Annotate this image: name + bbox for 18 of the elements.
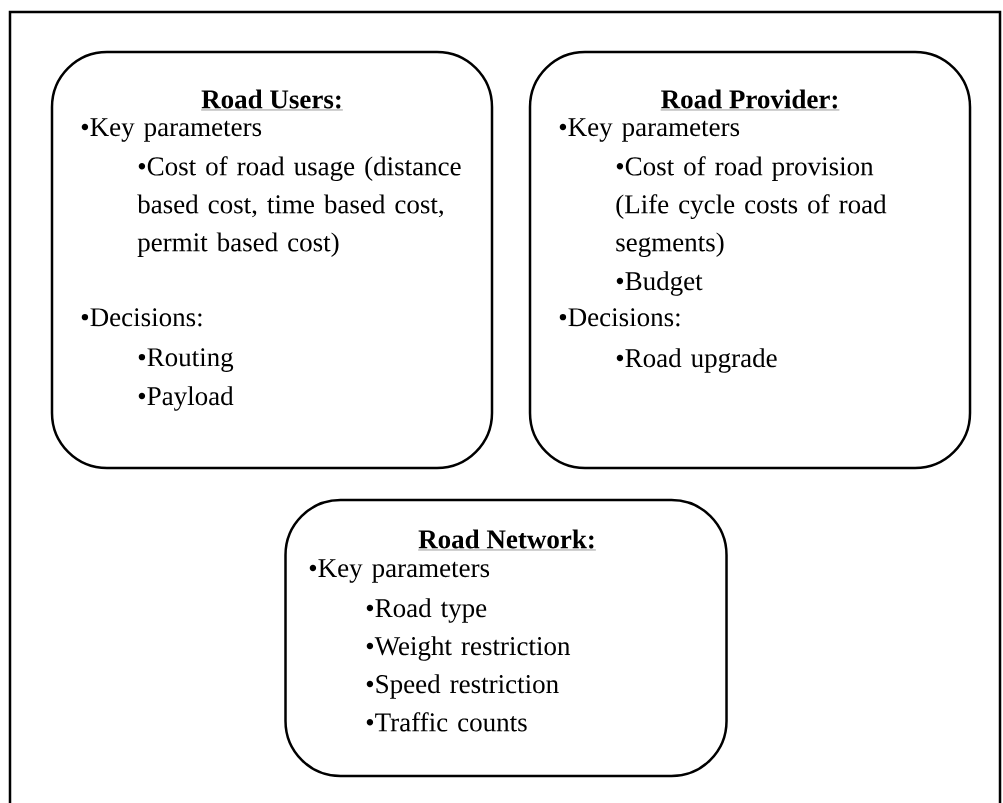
bullet-item: •Road upgrade [616,348,777,373]
bullet-item: •Road type [366,598,487,623]
bullet-item: •Speed restriction [366,674,559,699]
bullet-item: •Weight restriction [366,636,571,661]
bullet-item: •Key parameters [309,559,490,583]
bullet-item: •Key parameters [81,118,262,142]
box-heading: Road Network: [417,529,597,551]
bullet-item: •Payload [138,386,234,411]
bullet-item: •Routing [138,348,234,372]
bullet-item: •Cost of road provision (Life cycle costs of road segments) [616,156,887,258]
bullet-item: •Traffic counts [366,712,527,732]
bullet-item: •Key parameters [559,118,740,142]
bullet-item: •Budget [616,271,703,296]
box-heading: Road Users: [200,89,344,111]
bullet-item: •Decisions: [81,308,202,327]
bullet-item: •Cost of road usage (distance based cost, time based cost, permit based cost) [137,156,461,257]
box-heading: Road Provider: [660,89,840,111]
bullet-item: •Decisions: [559,308,680,327]
